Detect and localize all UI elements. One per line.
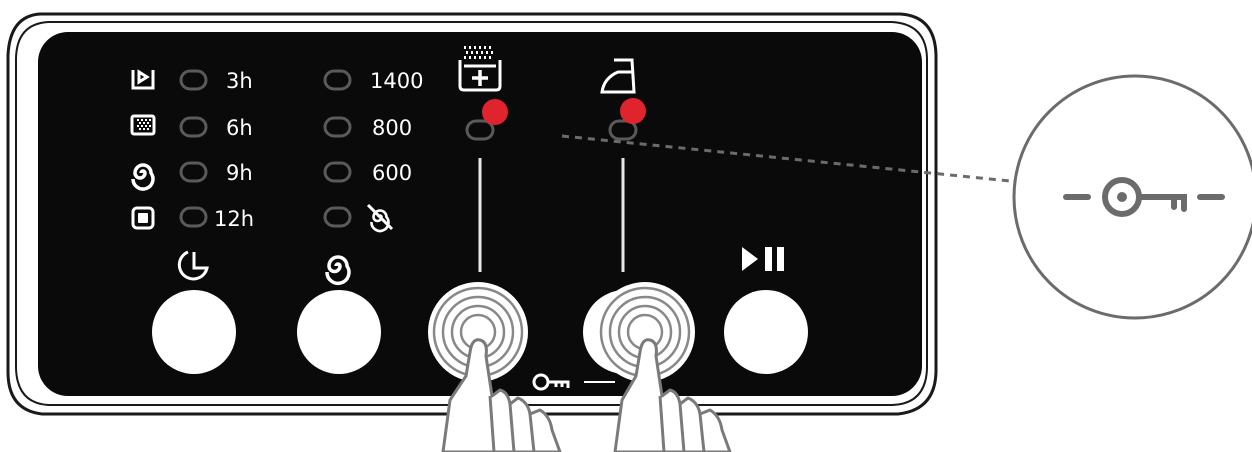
start-pause-button[interactable]: [724, 290, 808, 374]
spin-button[interactable]: [297, 290, 381, 374]
spin-label-600: 600: [372, 161, 412, 185]
timer-label-3h: 3h: [226, 69, 253, 93]
timer-button[interactable]: [152, 290, 236, 374]
timer-label-6h: 6h: [226, 116, 253, 140]
spin-label-1400: 1400: [370, 69, 423, 93]
easy-iron-indicator-on: [620, 98, 646, 124]
spin-label-800: 800: [372, 116, 412, 140]
extra-rinse-indicator-on: [482, 99, 508, 125]
timer-label-9h: 9h: [226, 161, 253, 185]
child-lock-callout: [1014, 76, 1252, 318]
timer-label-12h: 12h: [214, 207, 254, 231]
